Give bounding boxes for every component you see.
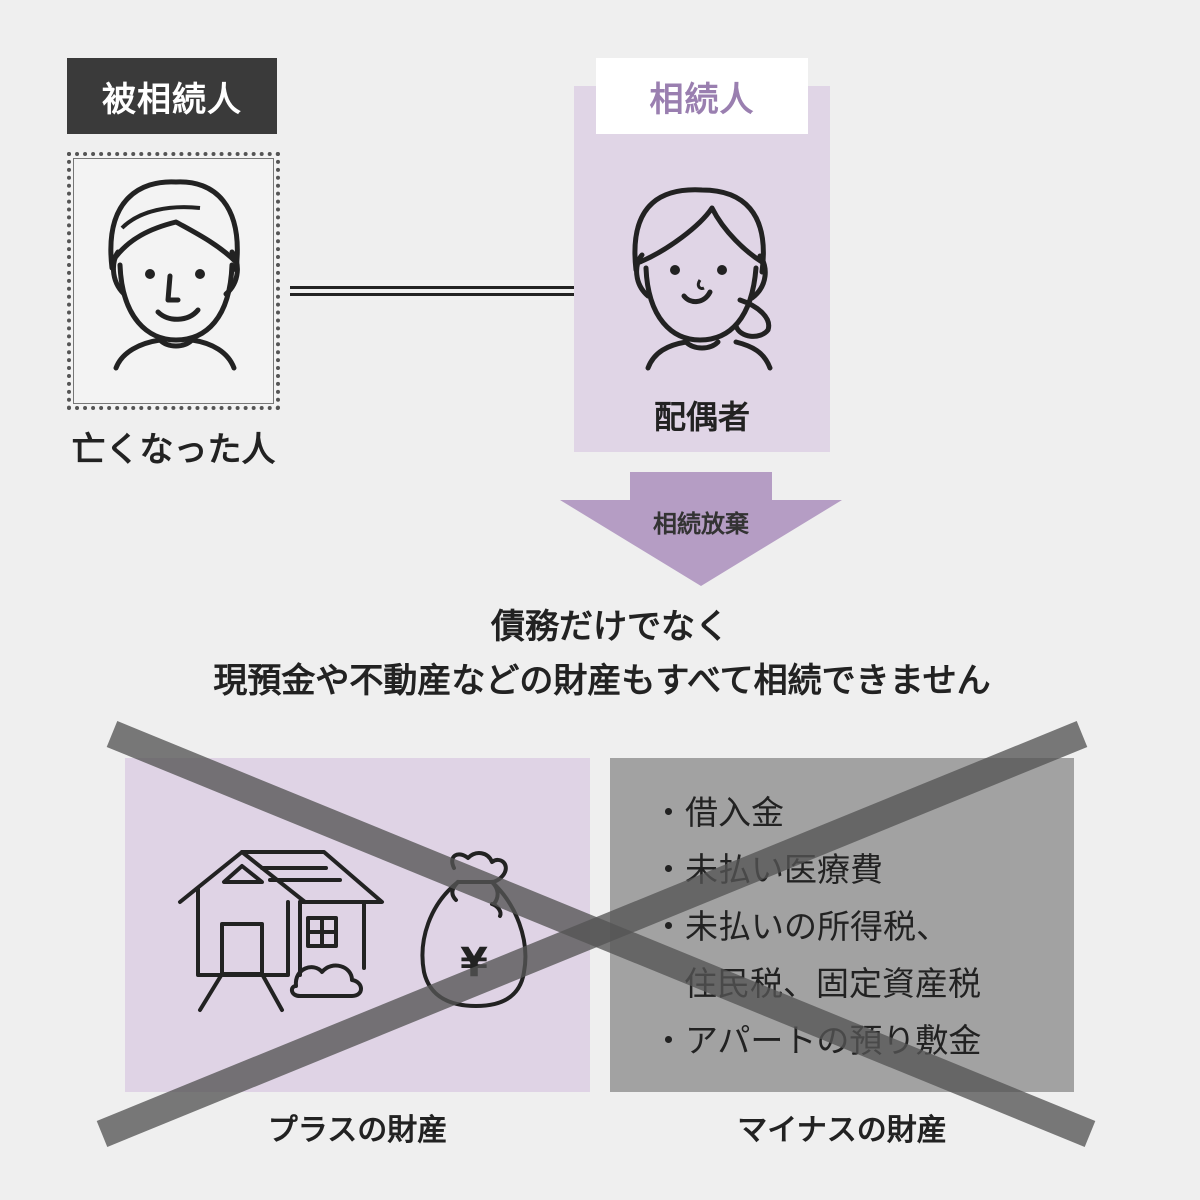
man-left-eye [145,269,155,279]
minus-assets-label: マイナスの財産 [737,1113,947,1148]
arrow-down-icon [560,472,842,586]
renunciation-label: 相続放棄 [653,510,749,538]
minus-item: ・未払いの所得税、 [652,907,949,946]
man-icon [108,179,240,371]
heir-tag: 相続人 [596,58,808,134]
marriage-double-line [290,286,608,296]
plus-assets-label: プラスの財産 [267,1113,448,1148]
woman-right-eye [717,265,727,275]
minus-item: ・未払い医療費 [652,850,883,889]
woman-icon [632,187,773,371]
decedent-portrait-frame [67,152,280,410]
decedent-tag: 被相続人 [67,58,277,134]
decedent-caption: 亡くなった人 [71,430,276,470]
result-message: 債務だけでなく 現預金や不動産などの財産もすべて相続できません [0,600,1200,708]
woman-nose [696,279,705,290]
heir-panel [574,86,830,452]
minus-assets-list: ・借入金 ・未払い医療費 ・未払いの所得税、 住民税、固定資産税 ・アパートの預… [652,784,981,1069]
woman-left-eye [670,265,680,275]
minus-item: ・借入金 [652,793,784,832]
message-line-1: 債務だけでなく [491,607,729,647]
minus-item: ・アパートの預り敷金 [652,1021,982,1060]
man-right-eye [195,269,205,279]
message-line-2: 現預金や不動産などの財産もすべて相続できません [213,661,991,701]
man-hair-line [120,205,201,230]
minus-item-continued: 住民税、固定資産税 [684,964,981,1003]
heir-caption: 配偶者 [653,398,750,436]
house-icon [178,850,384,1012]
yen-symbol: ¥ [460,940,488,986]
